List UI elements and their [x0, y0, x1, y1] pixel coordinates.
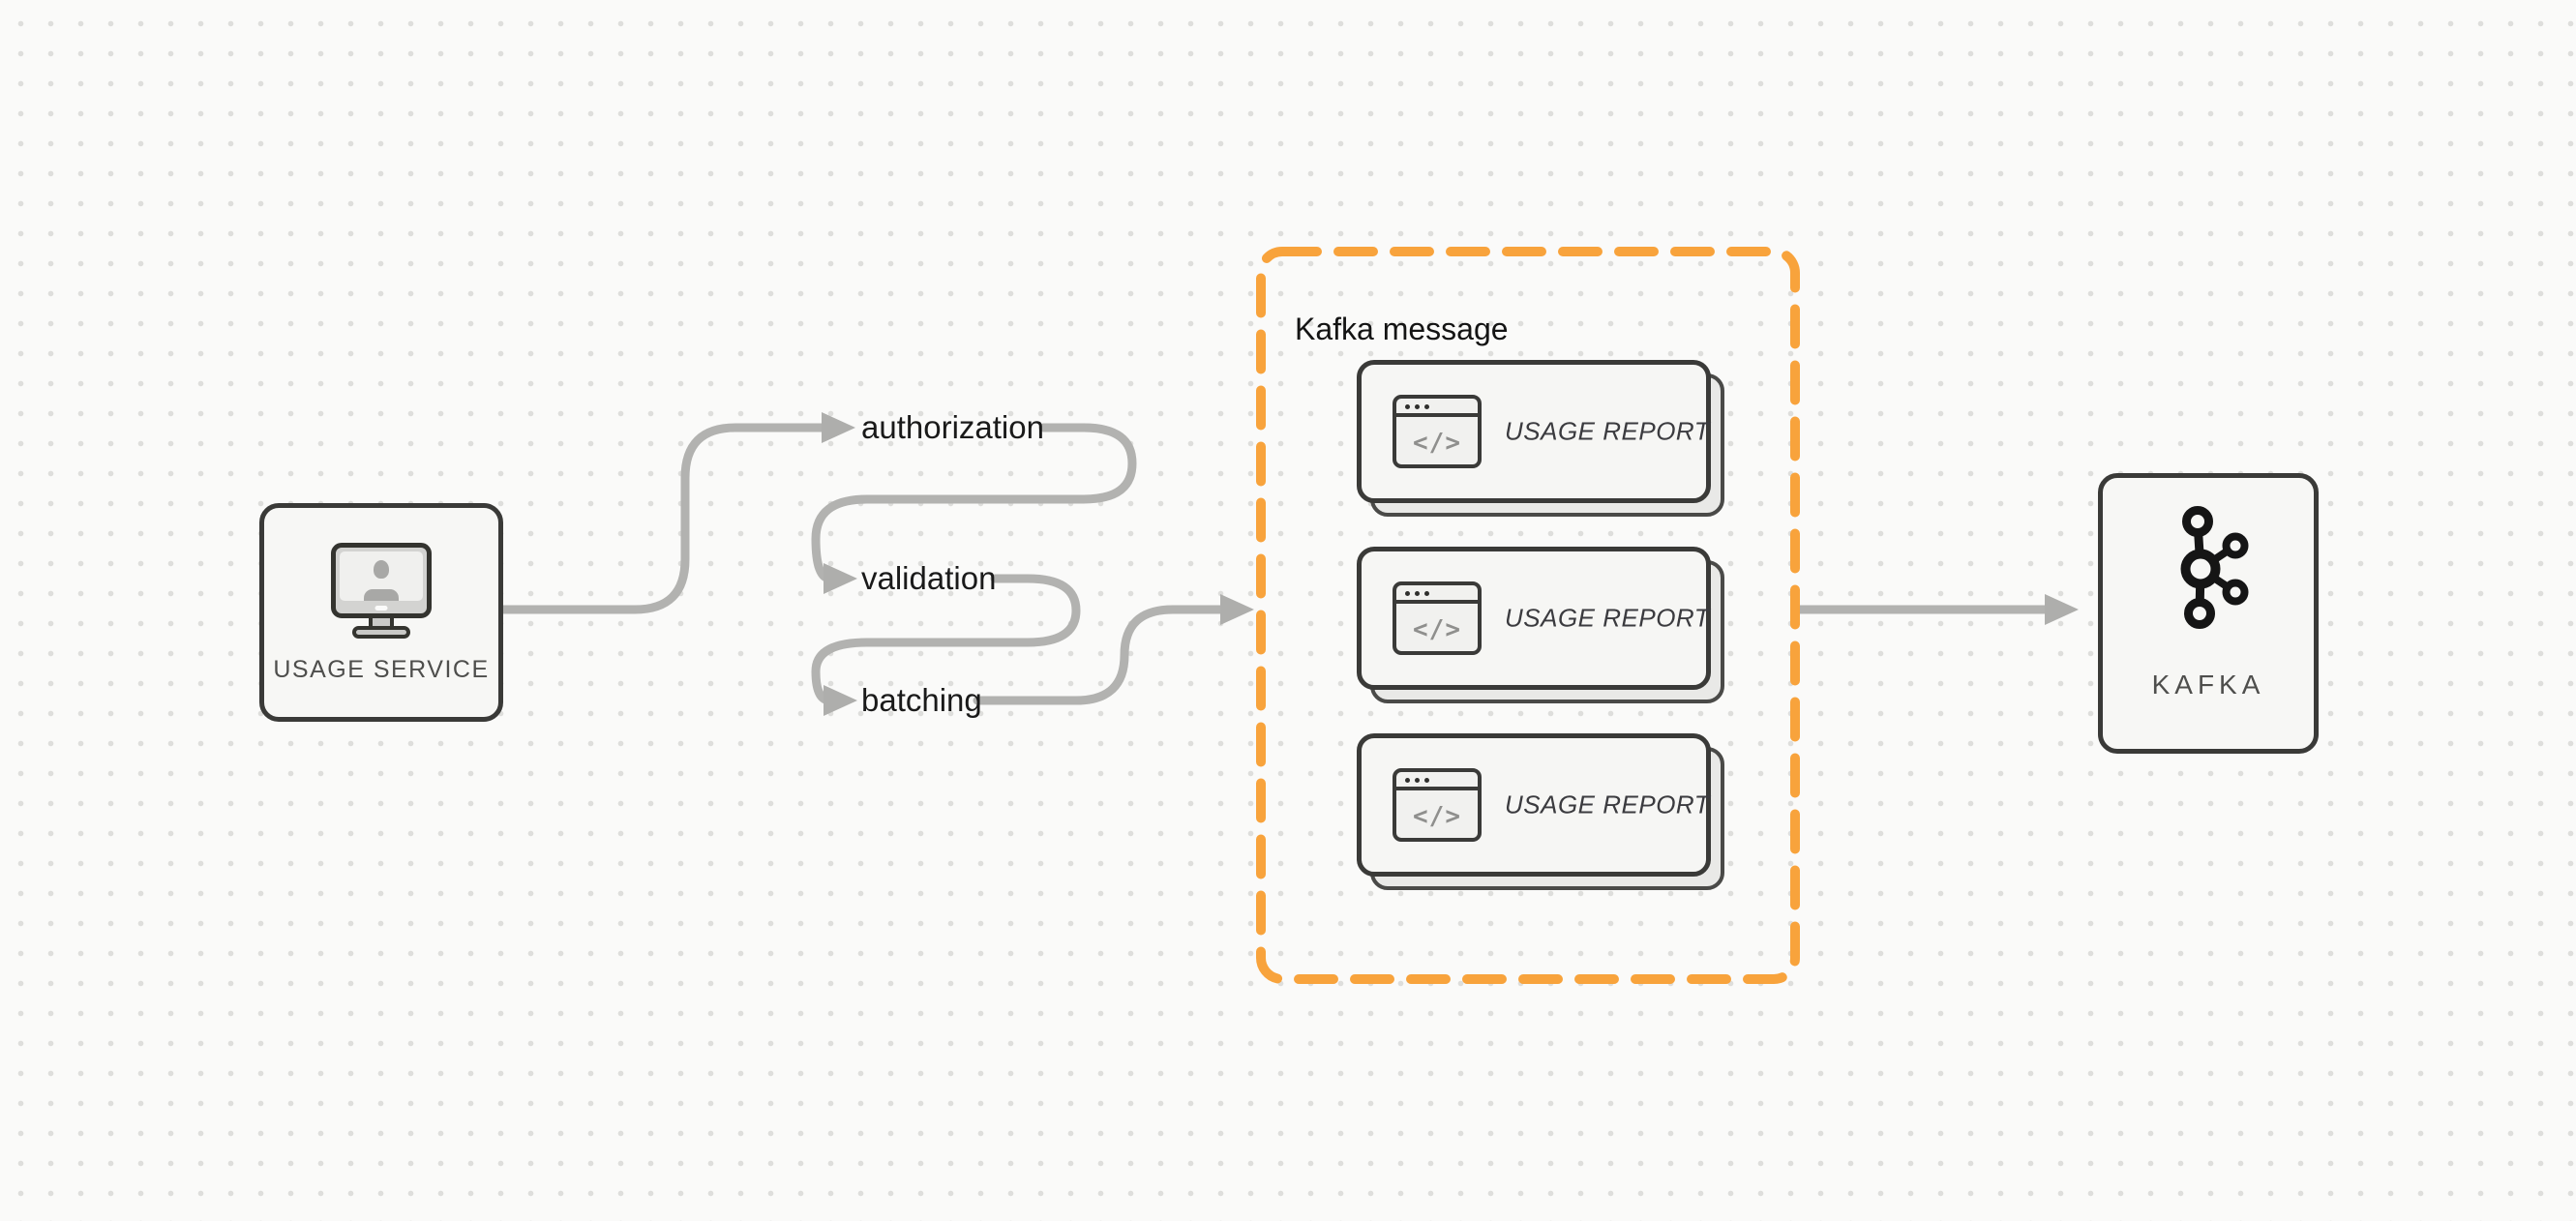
monitor-user-icon — [331, 543, 432, 639]
window-dot-icon — [1415, 404, 1420, 409]
card-front: </> USAGE REPORT — [1357, 360, 1711, 503]
flow-step-batching: batching — [861, 682, 982, 718]
usage-report-card: </> USAGE REPORT — [1357, 547, 1724, 703]
kafka-node: KAFKA — [2098, 473, 2319, 754]
kafka-label: KAFKA — [2151, 670, 2265, 700]
window-title-bar — [1396, 585, 1478, 604]
window-dot-icon — [1424, 404, 1429, 409]
monitor-display — [340, 551, 423, 601]
window-dot-icon — [1424, 778, 1429, 783]
connector-authorization-to-validation — [811, 423, 1137, 583]
arrowhead-icon — [824, 563, 857, 594]
window-dot-icon — [1405, 778, 1410, 783]
code-window-icon: </> — [1393, 768, 1482, 842]
monitor-stand-base — [352, 626, 410, 639]
usage-report-label: USAGE REPORT — [1505, 603, 1711, 633]
window-dot-icon — [1405, 404, 1410, 409]
window-dot-icon — [1405, 591, 1410, 596]
monitor-screen — [331, 543, 432, 618]
arrowhead-icon — [1220, 594, 1254, 625]
window-dot-icon — [1415, 778, 1420, 783]
kafka-logo-icon — [2180, 506, 2249, 629]
connector-batching-to-kafka-message — [973, 605, 1225, 705]
usage-service-label: USAGE SERVICE — [273, 656, 490, 683]
window-dot-icon — [1424, 591, 1429, 596]
monitor-notch — [374, 606, 388, 610]
user-silhouette-body — [364, 589, 399, 601]
code-glyph: </> — [1413, 615, 1461, 644]
kafka-message-group-title: Kafka message — [1295, 312, 1509, 346]
window-dot-icon — [1415, 591, 1420, 596]
connector-validation-to-batching — [811, 574, 1081, 705]
usage-report-label: USAGE REPORT — [1505, 789, 1711, 819]
flow-step-authorization: authorization — [861, 409, 1044, 445]
connector-service-to-authorization — [498, 423, 826, 614]
kafka-message-dashed-border — [1256, 247, 1800, 984]
user-silhouette-icon — [374, 560, 389, 579]
usage-service-node: USAGE SERVICE — [259, 503, 503, 722]
card-front: </> USAGE REPORT — [1357, 547, 1711, 690]
window-title-bar — [1396, 772, 1478, 790]
arrowhead-icon — [2045, 594, 2079, 625]
arrowhead-icon — [822, 412, 855, 443]
code-glyph: </> — [1413, 802, 1461, 831]
card-front: </> USAGE REPORT — [1357, 733, 1711, 877]
code-window-icon: </> — [1393, 395, 1482, 468]
code-window-icon: </> — [1393, 581, 1482, 655]
usage-report-label: USAGE REPORT — [1505, 416, 1711, 446]
window-title-bar — [1396, 399, 1478, 417]
usage-report-card: </> USAGE REPORT — [1357, 360, 1724, 517]
arrowhead-icon — [824, 685, 857, 716]
usage-report-card: </> USAGE REPORT — [1357, 733, 1724, 890]
code-glyph: </> — [1413, 429, 1461, 458]
flow-step-validation: validation — [861, 560, 997, 596]
monitor-stand-neck — [369, 618, 394, 628]
